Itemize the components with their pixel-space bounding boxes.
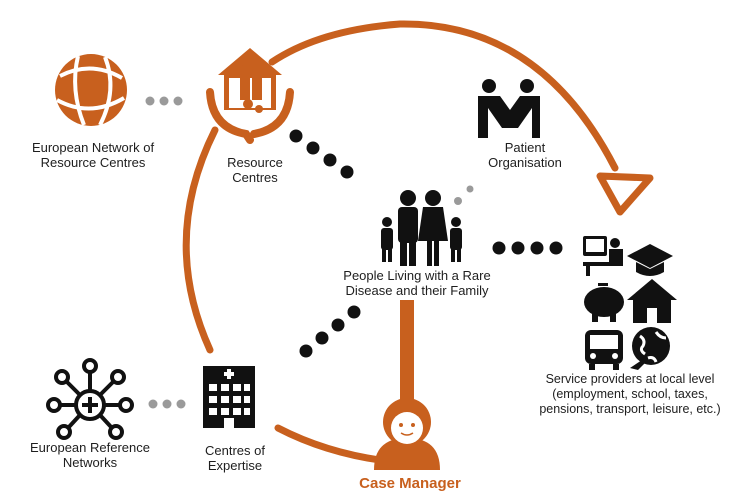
dots-expertise-family: [299, 305, 361, 358]
european-network-label: European Network of Resource Centres: [31, 140, 155, 170]
handshake-people-icon: [478, 79, 540, 138]
computer-worker-icon: [583, 236, 623, 276]
hospital-building-icon: [203, 366, 255, 428]
family-to-case-manager-link: [400, 300, 414, 405]
dots-family-patient-org: [454, 185, 474, 205]
piggy-bank-icon: [584, 283, 624, 322]
dots-network-resource: [145, 96, 183, 106]
cycle-arc-left: [182, 126, 219, 354]
cycle-arc: [268, 20, 619, 172]
house-icon: [627, 279, 677, 323]
patient-organisation-label: Patient Organisation: [488, 140, 562, 170]
medical-network-icon: [46, 358, 134, 440]
case-manager-label: Case Manager: [359, 475, 461, 492]
globe-network-icon: [55, 54, 127, 126]
dots-family-services: [492, 241, 563, 255]
centres-of-expertise-label: Centres of Expertise: [205, 443, 265, 473]
people-living-label: People Living with a Rare Disease and th…: [343, 268, 491, 298]
globe-plane-icon: [630, 327, 670, 370]
dots-resource-family: [289, 129, 354, 179]
european-reference-label: European Reference Networks: [30, 440, 150, 470]
hands-house-family-icon: [206, 48, 294, 144]
family-icon: [381, 190, 462, 266]
service-providers-label: Service providers at local level (employ…: [539, 372, 721, 416]
dots-reference-expertise: [148, 399, 186, 409]
bus-icon: [585, 330, 623, 370]
case-manager-avatar-icon: [374, 398, 440, 470]
cycle-arrow-head: [596, 172, 654, 216]
graduation-cap-icon: [627, 244, 673, 276]
resource-centres-label: Resource Centres: [227, 155, 283, 185]
